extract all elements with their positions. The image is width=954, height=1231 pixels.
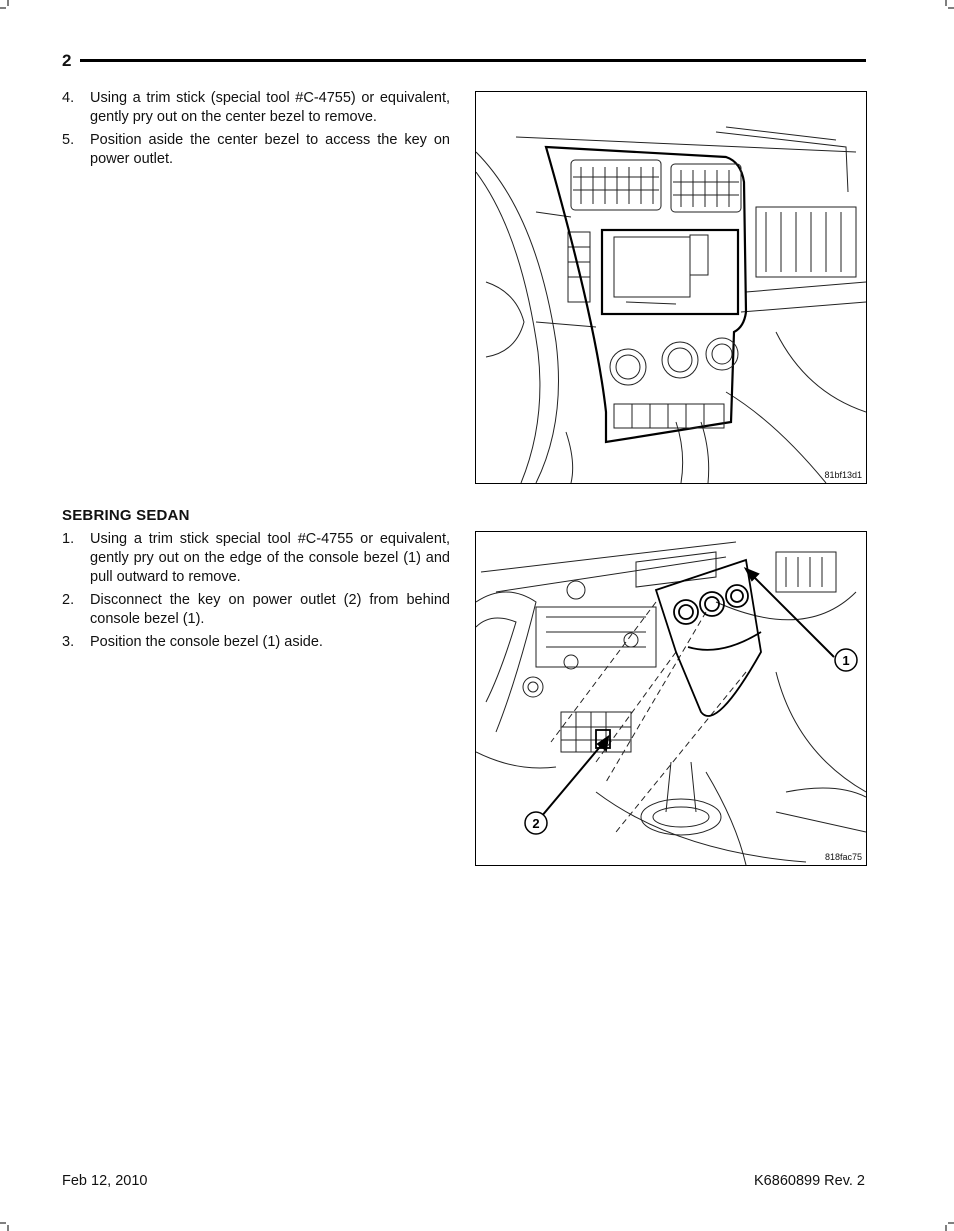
callout-1: 1 bbox=[842, 653, 849, 668]
figure-code: 81bf13d1 bbox=[824, 470, 862, 480]
callout-2: 2 bbox=[532, 816, 539, 831]
section2-steps: 1. Using a trim stick special tool #C-47… bbox=[62, 530, 450, 656]
section1-steps: 4. Using a trim stick (special tool #C-4… bbox=[62, 89, 450, 173]
console-bezel-illustration: 1 2 bbox=[476, 541, 866, 865]
step-item: 4. Using a trim stick (special tool #C-4… bbox=[62, 89, 450, 127]
step-number: 5. bbox=[62, 132, 75, 148]
section-title: SEBRING SEDAN bbox=[62, 507, 190, 524]
step-number: 4. bbox=[62, 90, 75, 106]
step-text: Using a trim stick special tool #C-4755 … bbox=[90, 531, 450, 585]
footer-doc-id: K6860899 Rev. 2 bbox=[754, 1173, 865, 1189]
step-number: 2. bbox=[62, 592, 75, 608]
step-text: Position aside the center bezel to acces… bbox=[90, 132, 450, 167]
footer-date: Feb 12, 2010 bbox=[62, 1173, 148, 1189]
step-item: 5. Position aside the center bezel to ac… bbox=[62, 131, 450, 169]
center-bezel-illustration bbox=[476, 126, 866, 483]
header-rule bbox=[80, 59, 866, 62]
step-item: 1. Using a trim stick special tool #C-47… bbox=[62, 530, 450, 587]
step-item: 2. Disconnect the key on power outlet (2… bbox=[62, 591, 450, 629]
step-number: 3. bbox=[62, 634, 75, 650]
step-item: 3. Position the console bezel (1) aside. bbox=[62, 633, 450, 652]
figure-code: 818fac75 bbox=[824, 852, 862, 862]
step-text: Using a trim stick (special tool #C-4755… bbox=[90, 90, 450, 125]
figure-console-bezel: 1 2 818fac75 bbox=[475, 531, 867, 866]
figure-center-bezel: 81bf13d1 bbox=[475, 91, 867, 484]
page-number: 2 bbox=[62, 51, 72, 70]
step-number: 1. bbox=[62, 531, 75, 547]
step-text: Disconnect the key on power outlet (2) f… bbox=[90, 592, 450, 627]
step-text: Position the console bezel (1) aside. bbox=[90, 634, 323, 650]
